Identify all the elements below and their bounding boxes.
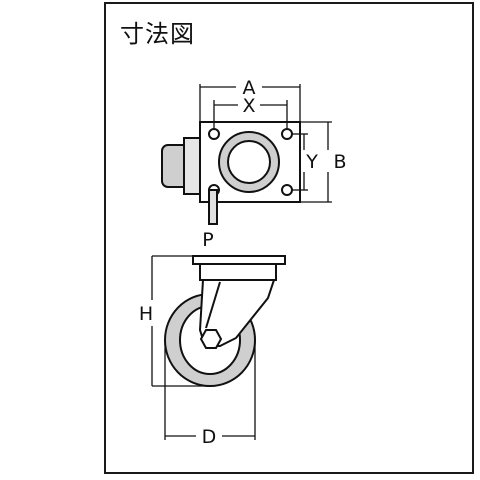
label-d: D: [202, 426, 217, 448]
top-view-dimensions: [199, 84, 332, 203]
label-p: P: [202, 229, 213, 251]
label-x: X: [242, 95, 255, 117]
label-y: Y: [305, 151, 318, 173]
side-view: [164, 255, 286, 387]
label-b: B: [333, 151, 346, 173]
brake-pedal: [208, 189, 218, 225]
bolt-hole-tl: [208, 128, 220, 140]
fork-leg: [198, 279, 276, 347]
label-a: A: [243, 77, 256, 99]
top-view: [161, 121, 301, 225]
label-h: H: [139, 303, 153, 325]
center-boss-inner: [227, 140, 271, 184]
side-view-dimensions: [151, 255, 256, 440]
brake-housing: [161, 137, 201, 195]
drawing-frame: [104, 2, 474, 474]
axle-nut: [199, 329, 223, 349]
side-top-plate: [192, 255, 286, 265]
swivel-section: [199, 263, 277, 281]
drawing-title: 寸法図: [120, 20, 195, 48]
